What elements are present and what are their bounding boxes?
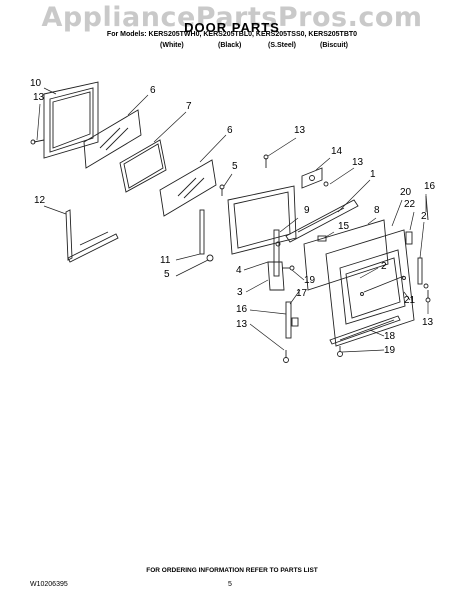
callout-20: 20 (400, 187, 412, 198)
callout-13e: 13 (422, 317, 434, 328)
callout-19b: 19 (384, 345, 396, 356)
callout-15: 15 (338, 221, 350, 232)
callout-19: 19 (304, 275, 316, 286)
part-glass-pack (119, 139, 167, 193)
part-door-frame-outer (43, 81, 99, 159)
model-list: For Models: KERS205TWH0, KERS205TBL0, KE… (106, 31, 358, 38)
part-inner-door-frame (227, 185, 297, 255)
callout-2: 2 (421, 211, 427, 222)
callout-6: 6 (150, 85, 156, 96)
callout-2b: 2 (381, 261, 387, 272)
callout-3: 3 (237, 287, 243, 298)
callout-1: 1 (370, 169, 376, 180)
finish-white: (White) (160, 42, 184, 49)
callout-12: 12 (34, 195, 46, 206)
page-number: 5 (228, 581, 232, 588)
part-door-gasket (303, 219, 389, 291)
callout-22: 22 (404, 199, 416, 210)
finish-biscuit: (Biscuit) (320, 42, 348, 49)
callout-8: 8 (374, 205, 380, 216)
callout-4: 4 (236, 265, 242, 276)
part-door-bracket (301, 167, 329, 189)
part-glass-lower (159, 159, 217, 217)
finish-stainless: (S.Steel) (268, 42, 297, 49)
callout-17: 17 (296, 288, 308, 299)
callout-13b: 13 (294, 125, 306, 136)
callout-5: 5 (232, 161, 238, 172)
callout-16: 16 (424, 181, 436, 192)
callout-13c: 13 (352, 157, 364, 168)
callout-9: 9 (304, 205, 310, 216)
ordering-note: FOR ORDERING INFORMATION REFER TO PARTS … (146, 567, 318, 574)
part-glass-upper (83, 109, 142, 169)
part-insulation (65, 209, 119, 263)
callout-13: 13 (33, 92, 45, 103)
callout-5b: 5 (164, 269, 170, 280)
callout-7: 7 (186, 101, 192, 112)
part-hinge-plate (285, 301, 299, 339)
callout-11: 11 (160, 255, 171, 266)
callout-16b: 16 (236, 304, 248, 315)
part-hinge (267, 229, 285, 291)
document-number: W10206395 (30, 581, 68, 588)
part-hinge-strip (199, 209, 214, 262)
callout-6b: 6 (227, 125, 233, 136)
page-title: DOOR PARTS (184, 20, 280, 35)
part-handle-end (405, 231, 429, 289)
part-vent-trim (285, 199, 359, 243)
part-latch (317, 235, 327, 242)
part-bottom-trim (329, 315, 401, 345)
screws (30, 139, 431, 363)
part-outer-door-panel (325, 229, 415, 347)
callout-13d: 13 (236, 319, 248, 330)
callout-18: 18 (384, 331, 396, 342)
watermark: AppliancePartsPros.com (41, 2, 423, 33)
leader-lines (36, 87, 429, 353)
finish-black: (Black) (218, 42, 242, 49)
callout-14: 14 (331, 146, 343, 157)
callout-21: 21 (404, 295, 416, 306)
callout-10: 10 (30, 78, 42, 89)
